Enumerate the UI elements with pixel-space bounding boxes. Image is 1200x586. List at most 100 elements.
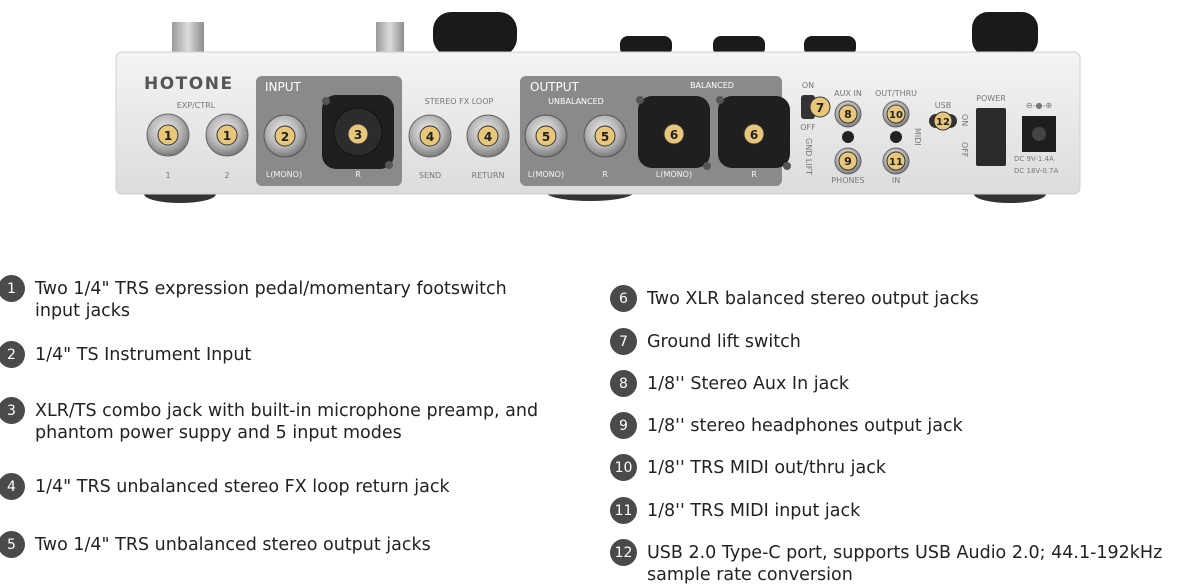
dc-polarity-icon: ⊖-●-⊕: [1026, 101, 1052, 110]
label-bal-r: R: [751, 170, 757, 179]
legend-item: 1 Two 1/4" TRS expression pedal/momentar…: [0, 275, 545, 322]
marker-12: [933, 111, 953, 131]
legend-item: 12 USB 2.0 Type-C port, supports USB Aud…: [610, 539, 1200, 586]
legend-item: 4 1/4" TRS unbalanced stereo FX loop ret…: [0, 473, 545, 500]
label-bal-l: L(MONO): [656, 170, 692, 179]
svg-text:5: 5: [601, 130, 609, 144]
screw: [783, 162, 791, 170]
legend-number: 9: [610, 412, 637, 439]
svg-text:5: 5: [542, 130, 550, 144]
label-gnd-lift: GND LIFT: [804, 138, 813, 175]
svg-text:9: 9: [844, 155, 852, 168]
device-illustration: HOTONE EXP/CTRL 1 1 1 2 INPUT 2 3 L(MONO…: [0, 0, 1200, 250]
legend-item: 11 1/8'' TRS MIDI input jack: [610, 497, 1200, 524]
svg-text:1: 1: [223, 129, 231, 143]
svg-text:7: 7: [816, 101, 824, 115]
marker-1: [157, 124, 179, 146]
marker-10: [886, 104, 906, 124]
marker-7: [809, 96, 831, 118]
marker-4: [419, 125, 441, 147]
device-svg: HOTONE EXP/CTRL 1 1 1 2 INPUT 2 3 L(MONO…: [115, 12, 1081, 203]
knob-top: [804, 36, 856, 56]
label-dc1: DC 9V-1.4A: [1014, 155, 1054, 163]
legend-number: 1: [0, 275, 25, 302]
marker-4: [477, 125, 499, 147]
legend-item: 10 1/8'' TRS MIDI out/thru jack: [610, 454, 1200, 481]
legend-text: 1/4" TRS unbalanced stereo FX loop retur…: [35, 477, 450, 497]
legend-item: 2 1/4" TS Instrument Input: [0, 341, 545, 368]
label-balanced: BALANCED: [690, 81, 734, 90]
knob-top: [620, 36, 672, 56]
legend-item: 9 1/8'' stereo headphones output jack: [610, 412, 1200, 439]
label-input-r: R: [355, 170, 361, 179]
svg-text:1: 1: [164, 129, 172, 143]
svg-text:12: 12: [936, 117, 950, 128]
legend-text: 1/8'' TRS MIDI input jack: [647, 501, 861, 521]
legend-text: USB 2.0 Type-C port, supports USB Audio …: [647, 543, 1163, 585]
legend-text: Two XLR balanced stereo output jacks: [647, 289, 979, 309]
knob-top: [972, 12, 1038, 56]
label-input-l: L(MONO): [266, 170, 302, 179]
legend-number: 6: [610, 285, 637, 312]
label-send: SEND: [419, 171, 441, 180]
marker-3: [347, 123, 369, 145]
marker-5: [535, 125, 557, 147]
legend-text: Two 1/4" TRS expression pedal/momentary …: [35, 279, 507, 321]
legend-item: 7 Ground lift switch: [610, 328, 1200, 355]
svg-text:6: 6: [750, 128, 758, 142]
legend-item: 3 XLR/TS combo jack with built-in microp…: [0, 397, 545, 444]
marker-2: [274, 125, 296, 147]
marker-11: [886, 151, 906, 171]
label-unbalanced: UNBALANCED: [548, 97, 604, 106]
knob-top: [433, 12, 517, 56]
legend-item: 6 Two XLR balanced stereo output jacks: [610, 285, 1200, 312]
marker-6: [743, 123, 765, 145]
label-phones: PHONES: [831, 176, 864, 185]
legend-text: 1/8'' TRS MIDI out/thru jack: [647, 458, 887, 478]
svg-text:11: 11: [889, 157, 903, 168]
power-switch[interactable]: [976, 108, 1006, 166]
legend-number: 2: [0, 341, 25, 368]
label-output: OUTPUT: [530, 80, 580, 94]
marker-5: [594, 125, 616, 147]
label-dc2: DC 18V-0.7A: [1014, 167, 1058, 175]
svg-text:4: 4: [426, 130, 434, 144]
screw: [385, 161, 393, 169]
label-out-r: R: [602, 170, 608, 179]
label-aux-in: AUX IN: [834, 89, 862, 98]
label-exp-2: 2: [224, 171, 229, 180]
brand-logo: HOTONE: [144, 74, 234, 94]
legend-number: 12: [610, 539, 637, 566]
label-fx-loop: STEREO FX LOOP: [425, 97, 494, 106]
legend-text: 1/8'' Stereo Aux In jack: [647, 374, 850, 394]
legend-number: 7: [610, 328, 637, 355]
legend-item: 5 Two 1/4" TRS unbalanced stereo output …: [0, 531, 545, 558]
legend-number: 11: [610, 497, 637, 524]
svg-text:10: 10: [889, 110, 903, 121]
legend-text: Two 1/4" TRS unbalanced stereo output ja…: [35, 535, 431, 555]
knob-top: [713, 36, 765, 56]
screw: [636, 96, 644, 104]
label-out-thru: OUT/THRU: [875, 89, 917, 98]
label-return: RETURN: [472, 171, 505, 180]
screw: [703, 162, 711, 170]
legend-number: 5: [0, 531, 25, 558]
label-usb-off: OFF: [960, 142, 969, 158]
label-usb: USB: [935, 101, 951, 110]
screw: [716, 96, 724, 104]
label-on: ON: [802, 81, 814, 90]
marker-9: [838, 151, 858, 171]
marker-1: [216, 124, 238, 146]
footswitch-knob: [376, 22, 404, 54]
marker-8: [838, 104, 858, 124]
svg-text:8: 8: [844, 108, 852, 121]
label-power: POWER: [976, 94, 1006, 103]
svg-text:4: 4: [484, 130, 492, 144]
legend-right: 6 Two XLR balanced stereo output jacks 7…: [610, 0, 1200, 585]
legend-number: 3: [0, 397, 25, 424]
label-usb-on: ON: [960, 114, 969, 126]
legend-number: 10: [610, 454, 637, 481]
footswitch-knob: [172, 22, 204, 54]
label-midi-in: IN: [892, 176, 900, 185]
legend-text: Ground lift switch: [647, 332, 801, 352]
